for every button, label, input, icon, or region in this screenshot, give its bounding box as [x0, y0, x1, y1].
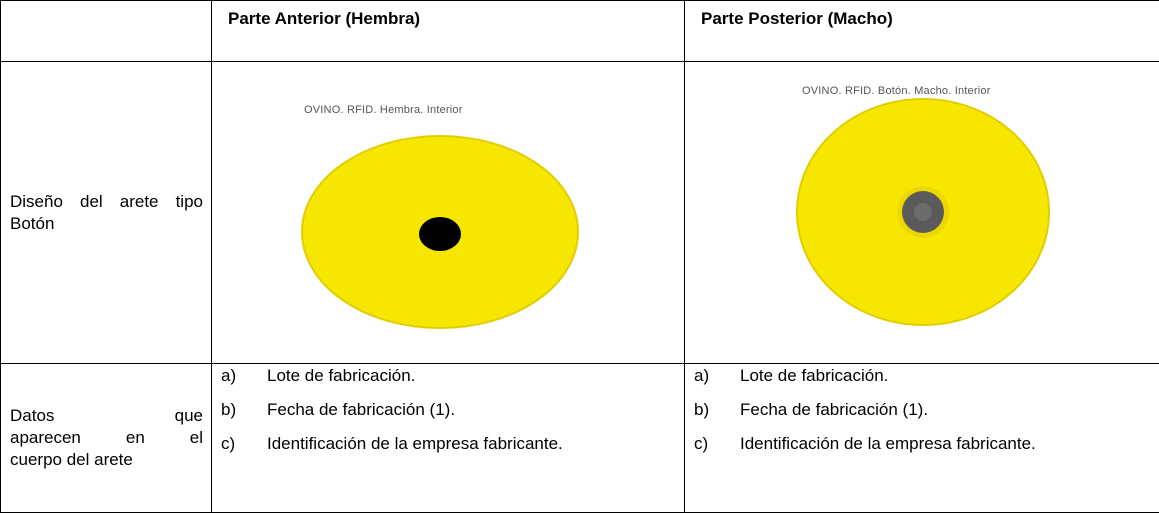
- female-tag-cell: OVINO. RFID. Hembra. Interior: [212, 62, 685, 364]
- list-item-letter: a): [212, 365, 267, 387]
- male-data-cell: a) Lote de fabricación. b) Fecha de fabr…: [685, 364, 1159, 513]
- list-item-letter: c): [685, 433, 740, 455]
- list-item-letter: a): [685, 365, 740, 387]
- data-label-word-3: aparecen: [10, 427, 81, 449]
- male-data-list: a) Lote de fabricación. b) Fecha de fabr…: [685, 364, 1159, 455]
- design-row-label: Diseño del arete tipo Botón: [1, 62, 212, 364]
- male-tag-image: [793, 96, 1053, 326]
- data-label-word-4: en: [126, 427, 145, 449]
- female-data-list: a) Lote de fabricación. b) Fecha de fabr…: [212, 364, 684, 455]
- data-row: Datos que aparecen en el cuerpo del arete a…: [1, 364, 1159, 513]
- list-item-text: Fecha de fabricación (1).: [267, 399, 684, 421]
- data-row-label: Datos que aparecen en el cuerpo del arete: [1, 364, 212, 513]
- female-tag-hole: [419, 217, 461, 251]
- data-label-word-2: que: [175, 405, 203, 427]
- header-male: Parte Posterior (Macho): [685, 1, 1159, 62]
- female-tag-image: [300, 132, 580, 332]
- header-row: Parte Anterior (Hembra) Parte Posterior …: [1, 1, 1159, 62]
- list-item-letter: c): [212, 433, 267, 455]
- design-row: Diseño del arete tipo Botón OVINO. RFID.…: [1, 62, 1159, 364]
- list-item: a) Lote de fabricación.: [212, 365, 684, 387]
- data-label-line-3: cuerpo del arete: [10, 449, 203, 471]
- list-item: b) Fecha de fabricación (1).: [685, 399, 1159, 421]
- data-label-word-1: Datos: [10, 405, 54, 427]
- female-tag-caption: OVINO. RFID. Hembra. Interior: [304, 99, 463, 121]
- list-item: a) Lote de fabricación.: [685, 365, 1159, 387]
- male-tag-cell: OVINO. RFID. Botón. Macho. Interior: [685, 62, 1159, 364]
- list-item-text: Identificación de la empresa fabricante.: [740, 433, 1159, 455]
- list-item-text: Lote de fabricación.: [740, 365, 1159, 387]
- header-empty-cell: [1, 1, 212, 62]
- list-item: c) Identificación de la empresa fabrican…: [685, 433, 1159, 455]
- list-item-letter: b): [212, 399, 267, 421]
- data-label-word-5: el: [190, 427, 203, 449]
- female-data-cell: a) Lote de fabricación. b) Fecha de fabr…: [212, 364, 685, 513]
- header-female: Parte Anterior (Hembra): [212, 1, 685, 62]
- list-item-text: Lote de fabricación.: [267, 365, 684, 387]
- list-item-letter: b): [685, 399, 740, 421]
- list-item: c) Identificación de la empresa fabrican…: [212, 433, 684, 455]
- list-item: b) Fecha de fabricación (1).: [212, 399, 684, 421]
- list-item-text: Fecha de fabricación (1).: [740, 399, 1159, 421]
- list-item-text: Identificación de la empresa fabricante.: [267, 433, 684, 455]
- male-tag-button-center: [914, 203, 932, 221]
